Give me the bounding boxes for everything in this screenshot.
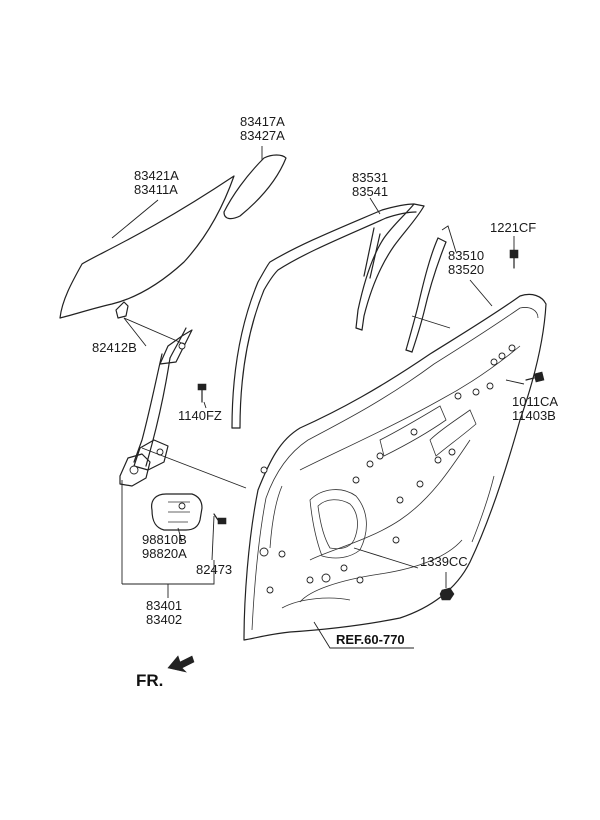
rear-channel xyxy=(405,237,447,353)
label-83402: 83402 xyxy=(146,612,182,627)
label-ref-60-770: REF.60-770 xyxy=(336,632,405,647)
label-83427A: 83427A xyxy=(240,128,285,143)
label-83510: 83510 xyxy=(448,248,484,263)
label-83541: 83541 xyxy=(352,184,388,199)
label-83411A: 83411A xyxy=(134,182,178,197)
label-83520: 83520 xyxy=(448,262,484,277)
door-inner-panel xyxy=(243,293,547,641)
window-regulator xyxy=(119,327,193,487)
label-82412B: 82412B xyxy=(92,340,137,355)
bolt-1011CA xyxy=(525,371,545,383)
front-direction-arrow-icon xyxy=(167,655,195,673)
label-1011CA: 1011CA xyxy=(512,394,558,409)
label-98810B: 98810B xyxy=(142,532,187,547)
label-83417A: 83417A xyxy=(240,114,285,129)
bolt-1140FZ xyxy=(197,383,207,403)
door-glass xyxy=(59,175,235,319)
label-1339CC: 1339CC xyxy=(420,554,468,569)
clip-82412B xyxy=(115,301,129,319)
quarter-glass xyxy=(223,154,287,220)
label-98820A: 98820A xyxy=(142,546,187,561)
label-1140FZ: 1140FZ xyxy=(178,408,222,423)
regulator-motor xyxy=(151,493,203,531)
part-labels: 83417A 83427A 83421A 83411A 83531 83541 … xyxy=(92,114,558,690)
screw-82473 xyxy=(213,513,227,525)
label-83531: 83531 xyxy=(352,170,388,185)
label-83421A: 83421A xyxy=(134,168,179,183)
label-82473: 82473 xyxy=(196,562,232,577)
label-83401: 83401 xyxy=(146,598,182,613)
bolt-1221CF xyxy=(509,249,519,269)
window-frame-channel xyxy=(231,203,425,429)
label-11403B: 11403B xyxy=(512,408,556,423)
label-1221CF: 1221CF xyxy=(490,220,536,235)
nut-1339CC xyxy=(439,587,455,601)
leader-lines xyxy=(111,146,525,649)
label-fr: FR. xyxy=(136,671,163,690)
